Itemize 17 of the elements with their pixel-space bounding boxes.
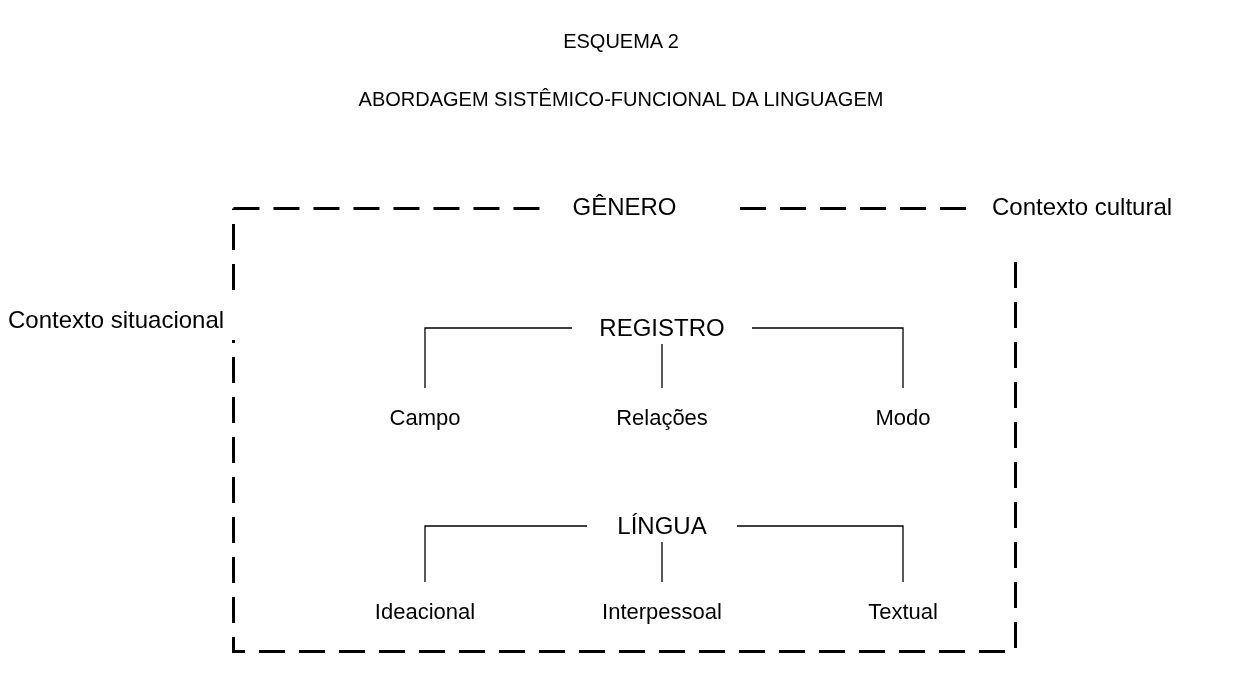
tree-connector (424, 327, 573, 389)
category-item: Modo (875, 404, 931, 432)
genre-heading: GÊNERO (571, 193, 678, 220)
diagram-subtitle: ABORDAGEM SISTÊMICO-FUNCIONAL DA LINGUAGEM (357, 88, 885, 111)
category-item: Ideacional (374, 598, 476, 626)
tree-connector (751, 327, 904, 389)
category-item: Interpessoal (602, 598, 722, 626)
tree-connector (736, 525, 904, 583)
category-heading: LÍNGUA (617, 512, 707, 540)
category-item: Campo (389, 404, 461, 432)
tree-connector (661, 541, 663, 583)
diagram-title: ESQUEMA 2 (562, 30, 680, 53)
category-item: Textual (868, 598, 938, 626)
tree-connector (661, 343, 663, 389)
tree-connector (424, 525, 588, 583)
category-item: Relações (616, 404, 708, 432)
category-heading: REGISTRO (599, 314, 725, 342)
